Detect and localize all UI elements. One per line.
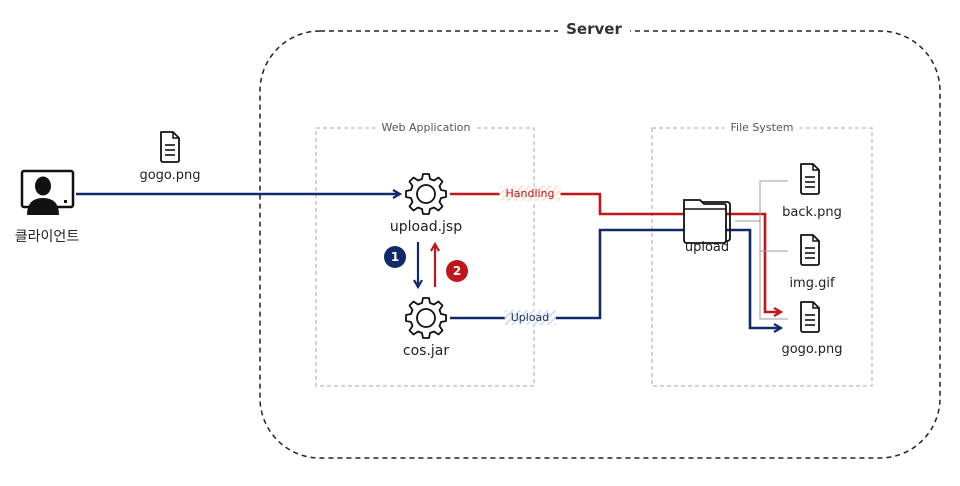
file-system-box (651, 127, 873, 387)
handling-tag: Handling (499, 186, 561, 201)
file-gogo-png-icon (800, 301, 820, 333)
file-tree-lines (735, 180, 788, 320)
step-1-badge: 1 (384, 246, 406, 268)
upload-flow-line (450, 228, 780, 328)
client-file-icon (160, 131, 180, 163)
client-computer-icon (20, 169, 75, 215)
file-back-png-icon (800, 163, 820, 195)
web-application-title: Web Application (375, 121, 477, 134)
file-gogo-png-label: gogo.png (781, 342, 843, 357)
upload-jsp-gear-icon (405, 173, 447, 215)
handling-flow-line (450, 192, 780, 312)
client-file-label: gogo.png (139, 168, 201, 183)
client-label: 클라이언트 (14, 229, 80, 245)
upload-tag: Upload (504, 310, 556, 325)
step-2-badge: 2 (446, 260, 468, 282)
upload-jsp-label: upload.jsp (389, 219, 463, 235)
file-back-png-label: back.png (782, 205, 842, 220)
cos-jar-gear-icon (405, 297, 447, 339)
file-img-gif-label: img.gif (789, 276, 835, 291)
file-img-gif-icon (800, 234, 820, 266)
file-system-title: File System (724, 121, 800, 134)
upload-folder-icon (683, 199, 731, 244)
cos-jar-label: cos.jar (402, 343, 450, 359)
server-title: Server (558, 20, 630, 38)
upload-folder-label: upload (684, 240, 730, 255)
